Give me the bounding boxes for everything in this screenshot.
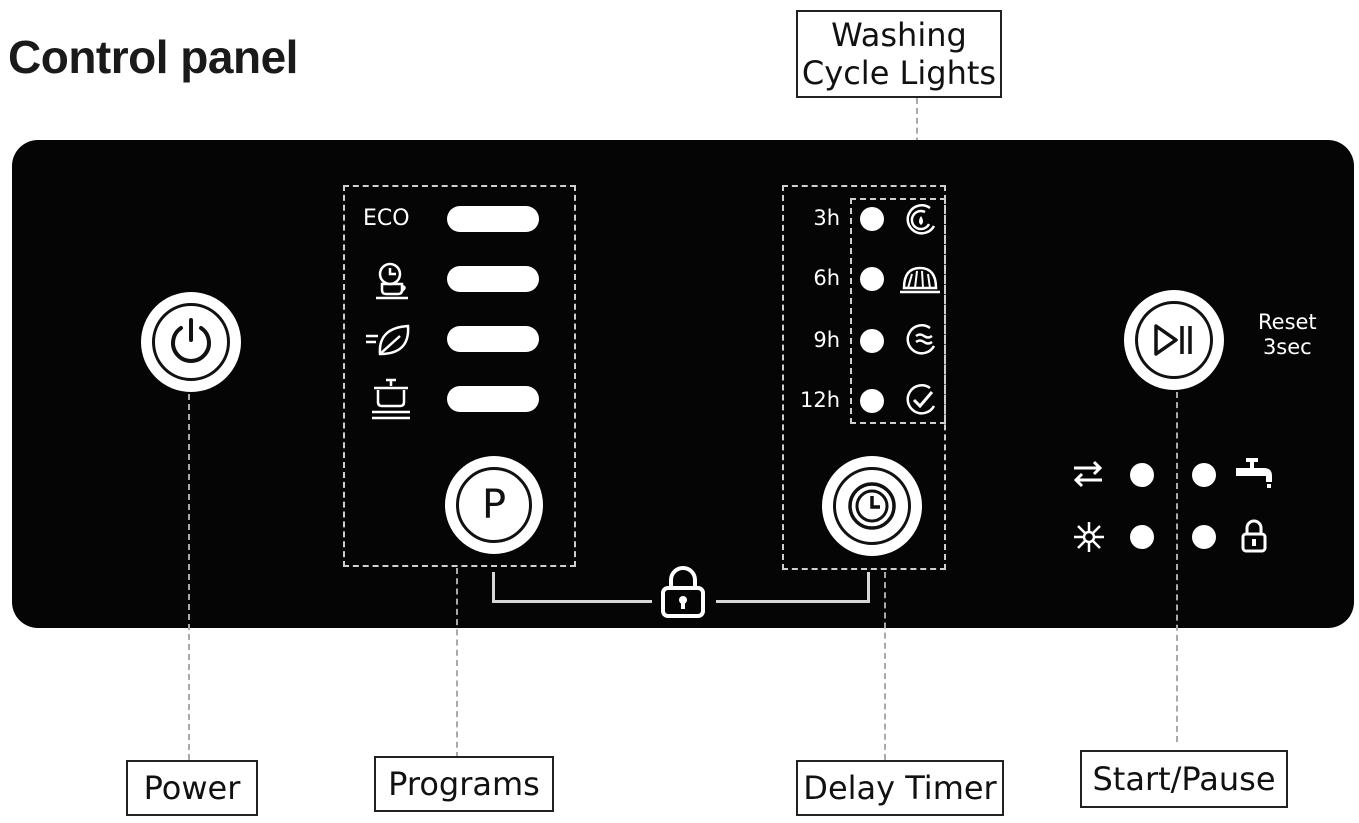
callout-washing-cycle-lights: Washing Cycle Lights (796, 10, 1002, 98)
leader-line-start-pause (1176, 392, 1178, 742)
program-button[interactable]: P (445, 456, 543, 554)
cup-plate-icon (376, 262, 408, 300)
delay-3h-label: 3h (813, 206, 840, 230)
callout-washing-cycle-lights-label: Washing Cycle Lights (801, 15, 997, 92)
program-light-intensive (447, 266, 539, 292)
programs-group (343, 185, 576, 567)
leader-line-programs (456, 568, 458, 758)
rinse-aid-led (1130, 463, 1154, 487)
water-tap-led (1192, 463, 1216, 487)
control-panel: ECO P 3h 6h (12, 140, 1354, 628)
delay-9h-led (860, 329, 884, 353)
child-lock-icon (1241, 519, 1267, 553)
child-lock-combo-icon (661, 566, 705, 618)
program-light-rapid (447, 326, 539, 352)
delay-3h-led (860, 207, 884, 231)
callout-power-label: Power (143, 768, 241, 807)
wash-icon (900, 266, 940, 294)
callout-delay-timer: Delay Timer (796, 760, 1004, 816)
program-light-eco (447, 206, 539, 232)
delay-12h-label: 12h (799, 388, 840, 412)
child-lock-led (1192, 525, 1216, 549)
rinse-icon (906, 324, 936, 355)
callout-start-pause-label: Start/Pause (1092, 759, 1276, 798)
delay-9h-label: 9h (813, 328, 840, 352)
start-pause-button[interactable] (1124, 290, 1224, 390)
delay-6h-led (860, 267, 884, 291)
power-button[interactable] (141, 292, 241, 392)
callout-delay-timer-label: Delay Timer (803, 768, 997, 807)
rapid-leaf-icon (366, 324, 410, 356)
power-icon (171, 318, 211, 363)
delay-6h-label: 6h (813, 266, 840, 290)
pot-icon (372, 378, 410, 420)
page-title: Control panel (8, 31, 298, 83)
program-light-heavy (447, 386, 539, 412)
callout-programs: Programs (374, 756, 554, 812)
salt-icon (1074, 522, 1104, 552)
delay-timer-button[interactable] (822, 456, 922, 556)
reset-label: Reset 3sec (1258, 310, 1317, 360)
callout-start-pause: Start/Pause (1080, 750, 1288, 808)
dry-icon (906, 384, 936, 415)
cycle-lights-group (850, 198, 946, 424)
clock-icon (848, 482, 896, 530)
callout-power: Power (126, 760, 258, 816)
salt-led (1130, 525, 1154, 549)
eco-label: ECO (363, 206, 410, 231)
leader-line-power (188, 394, 190, 760)
program-button-label: P (481, 482, 507, 528)
delay-12h-led (860, 389, 884, 413)
lock-bracket-bottom-left (492, 600, 652, 603)
lock-bracket-bottom-right (716, 600, 870, 603)
water-tap-icon (1236, 458, 1272, 488)
rinse-aid-icon (1073, 460, 1103, 488)
callout-programs-label: Programs (388, 764, 540, 803)
lock-bracket-right (867, 572, 870, 602)
prewash-icon (906, 204, 936, 235)
leader-line-delay-timer (884, 572, 886, 760)
play-pause-icon (1154, 324, 1192, 356)
lock-bracket-left (492, 572, 495, 602)
